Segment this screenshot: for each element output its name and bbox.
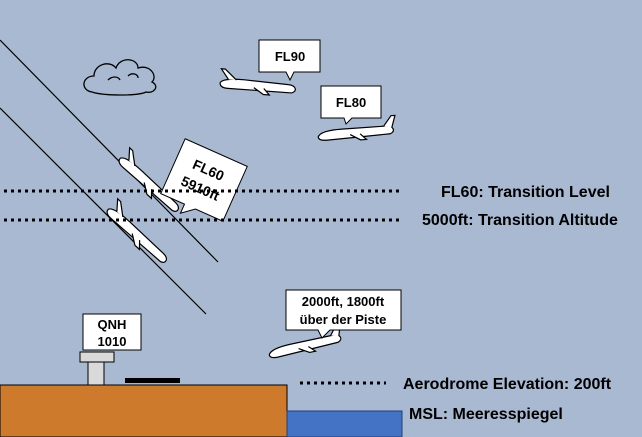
airplane-icon <box>118 146 179 212</box>
airplane-icon <box>219 68 296 96</box>
callout-fl60: FL60 5910ft <box>160 138 248 222</box>
callout-fl90: FL90 <box>258 39 321 82</box>
airplane-icon <box>317 114 396 141</box>
descent-path-upper <box>0 39 219 263</box>
airplane-icon <box>106 197 167 263</box>
callout-qnh-value: 1010 <box>98 334 127 349</box>
callout-qnh-label: QNH <box>98 317 127 332</box>
callout-low-altitude: 2000ft, 1800ft <box>302 294 385 309</box>
callout-low-height: über der Piste <box>300 312 387 327</box>
barometer-icon <box>79 351 115 386</box>
callout-fl90-text: FL90 <box>275 49 305 64</box>
aerodrome-elevation-label: Aerodrome Elevation: 200ft <box>403 376 612 393</box>
callout-qnh: QNH 1010 <box>82 313 142 351</box>
callout-low-plane: 2000ft, 1800ft über der Piste <box>285 289 402 339</box>
callout-fl80: FL80 <box>320 85 382 125</box>
runway-icon <box>125 378 180 383</box>
msl-label: MSL: Meeresspiegel <box>409 406 563 423</box>
descent-path-lower <box>0 107 207 315</box>
aerodrome-ground <box>0 384 288 437</box>
cloud-icon <box>83 59 157 96</box>
transition-altitude-label: 5000ft: Transition Altitude <box>422 212 618 229</box>
callout-fl80-text: FL80 <box>336 95 366 110</box>
transition-level-label: FL60: Transition Level <box>441 184 610 201</box>
airplane-icon <box>268 322 342 359</box>
sea-surface <box>286 410 403 437</box>
